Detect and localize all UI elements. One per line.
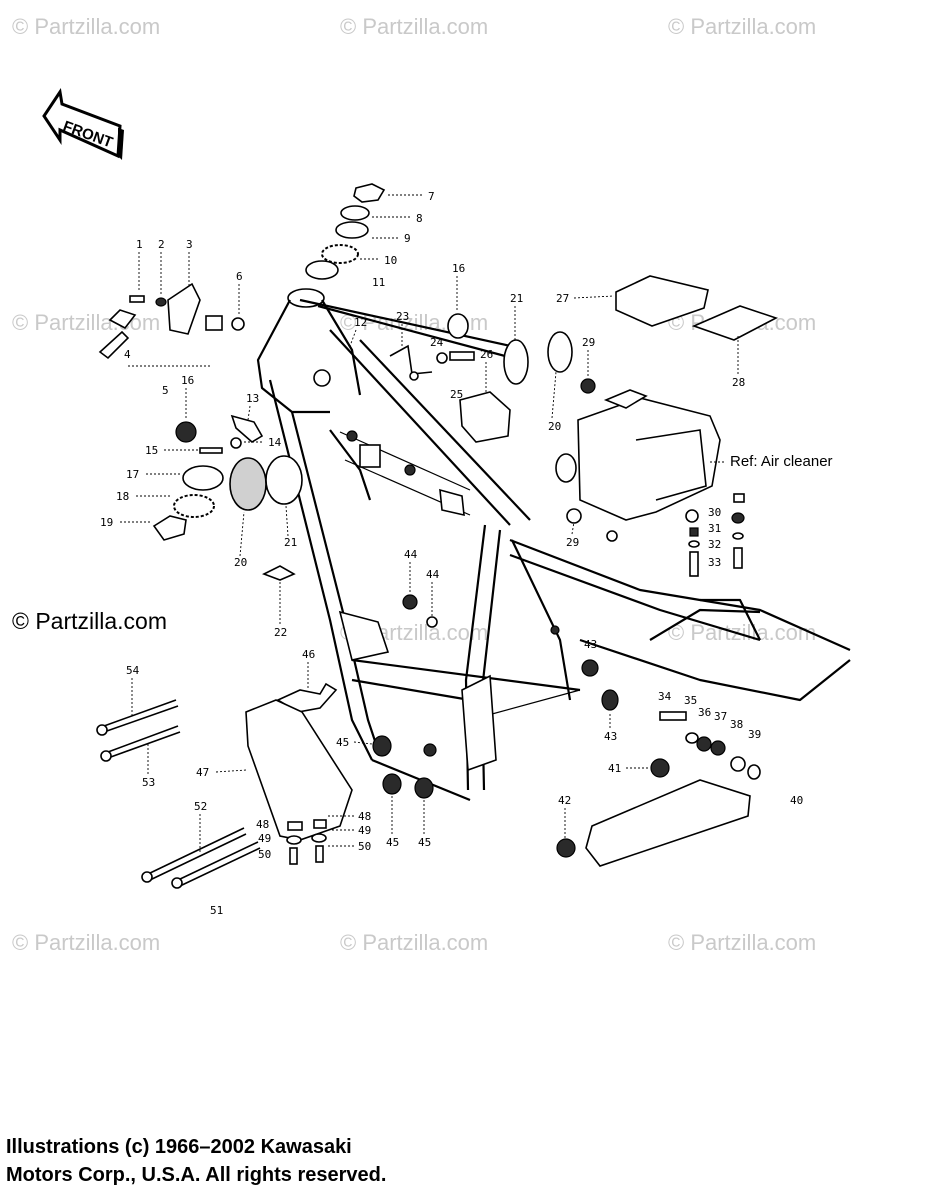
callout-40: 40 bbox=[790, 794, 803, 807]
callout-51: 51 bbox=[210, 904, 223, 917]
air-cleaner-reference: Ref: Air cleaner bbox=[730, 453, 833, 470]
callout-49a: 49 bbox=[258, 832, 271, 845]
callout-48a: 48 bbox=[256, 818, 269, 831]
callout-45a: 45 bbox=[336, 736, 349, 749]
callout-54: 54 bbox=[126, 664, 140, 677]
callout-23: 23 bbox=[396, 310, 409, 323]
callout-39: 39 bbox=[748, 728, 761, 741]
callout-53: 53 bbox=[142, 776, 155, 789]
callout-22: 22 bbox=[274, 626, 287, 639]
rear-mount-parts bbox=[372, 594, 761, 867]
callout-16a: 16 bbox=[181, 374, 194, 387]
callout-37: 37 bbox=[714, 710, 727, 723]
callout-11: 11 bbox=[372, 276, 385, 289]
callout-45b: 45 bbox=[386, 836, 399, 849]
callout-45c: 45 bbox=[418, 836, 431, 849]
callout-50a: 50 bbox=[258, 848, 271, 861]
callout-9: 9 bbox=[404, 232, 411, 245]
callout-44a: 44 bbox=[404, 548, 418, 561]
callout-19: 19 bbox=[100, 516, 113, 529]
side-cover-mount-parts bbox=[152, 414, 303, 581]
front-arrow-icon: FRONT bbox=[42, 88, 124, 160]
callout-17: 17 bbox=[126, 468, 139, 481]
watermark: © Partzilla.com bbox=[668, 620, 816, 645]
copyright-mark: © Partzilla.com bbox=[12, 608, 167, 634]
callout-34: 34 bbox=[658, 690, 672, 703]
callout-41: 41 bbox=[608, 762, 621, 775]
center-mount-parts bbox=[389, 313, 511, 443]
watermark: © Partzilla.com bbox=[340, 930, 488, 955]
steering-stem-parts bbox=[305, 183, 386, 280]
watermark: © Partzilla.com bbox=[340, 14, 488, 39]
callout-25: 25 bbox=[450, 388, 463, 401]
callout-36: 36 bbox=[698, 706, 711, 719]
callout-38: 38 bbox=[730, 718, 743, 731]
callout-32: 32 bbox=[708, 538, 721, 551]
callout-20a: 20 bbox=[234, 556, 247, 569]
watermark: © Partzilla.com bbox=[668, 14, 816, 39]
callout-42: 42 bbox=[558, 794, 571, 807]
callout-44b: 44 bbox=[426, 568, 440, 581]
callout-29a: 29 bbox=[582, 336, 595, 349]
watermark: © Partzilla.com bbox=[12, 14, 160, 39]
callout-49b: 49 bbox=[358, 824, 371, 837]
callout-24: 24 bbox=[430, 336, 444, 349]
watermark: © Partzilla.com bbox=[668, 930, 816, 955]
callout-21b: 21 bbox=[510, 292, 523, 305]
callout-6: 6 bbox=[236, 270, 243, 283]
callout-46: 46 bbox=[302, 648, 315, 661]
callout-14: 14 bbox=[268, 436, 282, 449]
callout-4: 4 bbox=[124, 348, 131, 361]
callout-27: 27 bbox=[556, 292, 569, 305]
callout-13: 13 bbox=[246, 392, 259, 405]
callout-7: 7 bbox=[428, 190, 435, 203]
callout-33: 33 bbox=[708, 556, 721, 569]
callout-8: 8 bbox=[416, 212, 423, 225]
callout-2: 2 bbox=[158, 238, 165, 251]
callout-15: 15 bbox=[145, 444, 158, 457]
watermark: © Partzilla.com bbox=[12, 310, 160, 335]
callout-20b: 20 bbox=[548, 420, 561, 433]
callout-26: 26 bbox=[480, 348, 493, 361]
callout-3: 3 bbox=[186, 238, 193, 251]
callout-1: 1 bbox=[136, 238, 143, 251]
callout-31: 31 bbox=[708, 522, 721, 535]
callout-43b: 43 bbox=[604, 730, 617, 743]
callout-29b: 29 bbox=[566, 536, 579, 549]
callout-52: 52 bbox=[194, 800, 207, 813]
callout-30: 30 bbox=[708, 506, 721, 519]
battery-box-parts bbox=[503, 275, 779, 577]
callout-10: 10 bbox=[384, 254, 397, 267]
callouts: 1 2 3 4 5 6 7 8 9 10 11 12 13 14 15 16 1… bbox=[100, 190, 803, 917]
footer-copyright: Illustrations (c) 1966–2002 Kawasaki Mot… bbox=[6, 1136, 387, 1186]
callout-12: 12 bbox=[354, 316, 367, 329]
callout-47: 47 bbox=[196, 766, 209, 779]
callout-35: 35 bbox=[684, 694, 697, 707]
callout-50b: 50 bbox=[358, 840, 371, 853]
callout-28: 28 bbox=[732, 376, 745, 389]
callout-16b: 16 bbox=[452, 262, 465, 275]
callout-18: 18 bbox=[116, 490, 129, 503]
watermark: © Partzilla.com bbox=[12, 930, 160, 955]
callout-43a: 43 bbox=[584, 638, 597, 651]
frame bbox=[256, 288, 851, 802]
footrest-bracket-parts bbox=[96, 682, 353, 889]
callout-48b: 48 bbox=[358, 810, 371, 823]
ignition-lock-parts bbox=[98, 282, 245, 360]
callout-21a: 21 bbox=[284, 536, 297, 549]
callout-5: 5 bbox=[162, 384, 169, 397]
